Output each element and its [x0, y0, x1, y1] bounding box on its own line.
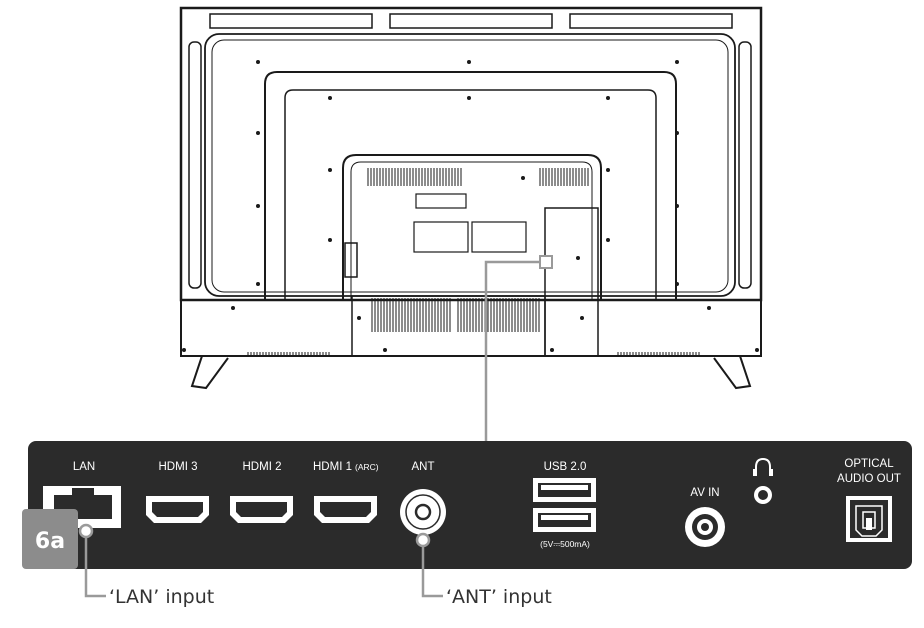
screw-points — [182, 60, 759, 352]
optical-audio-port — [846, 496, 892, 542]
center-housing-inner — [350, 161, 593, 300]
top-vent-left — [209, 13, 373, 29]
screw-point — [580, 316, 584, 320]
bottom-housing — [351, 295, 546, 357]
screw-point — [256, 282, 260, 286]
screw-point — [328, 238, 332, 242]
screw-point — [755, 348, 759, 352]
screw-point — [231, 306, 235, 310]
av-in-port — [685, 507, 725, 547]
screw-point — [357, 316, 361, 320]
screw-point — [576, 256, 580, 260]
hdmi-1-label: HDMI 1(ARC) — [313, 461, 379, 473]
stand-right — [713, 355, 752, 390]
top-vent-center — [389, 13, 553, 29]
av-in-label: AV IN — [690, 487, 719, 499]
optical-label-line2: AUDIO OUT — [837, 473, 901, 485]
usb-port-1 — [533, 478, 596, 502]
lan-callout-line — [84, 537, 106, 598]
warning-label — [415, 193, 467, 209]
screw-point — [675, 60, 679, 64]
usb-label: USB 2.0 — [544, 461, 587, 473]
usb-spec-label: (5V⎓500mA) — [540, 539, 590, 549]
power-inlet — [344, 242, 358, 278]
top-vent-right — [569, 13, 733, 29]
lan-callout-text: ‘LAN’ input — [109, 586, 214, 608]
arch-outer — [264, 71, 677, 300]
hdmi-2-label: HDMI 2 — [243, 461, 282, 473]
hdmi-1-port — [314, 496, 377, 523]
ant-label: ANT — [412, 461, 435, 473]
screw-point — [182, 348, 186, 352]
screw-point — [707, 306, 711, 310]
rating-label-right — [471, 221, 527, 253]
housing-vents — [247, 168, 700, 355]
center-housing — [342, 154, 602, 300]
hdmi-3-label: HDMI 3 — [159, 461, 198, 473]
screw-point — [521, 176, 525, 180]
screw-point — [675, 282, 679, 286]
ant-port — [400, 489, 446, 535]
tv-rear-illustration — [179, 6, 763, 390]
hdmi-3-port — [146, 496, 209, 523]
screw-point — [328, 96, 332, 100]
side-grip-left — [188, 41, 202, 289]
headphone-icon — [753, 457, 773, 476]
optical-label-line1: OPTICAL — [844, 458, 894, 470]
screw-point — [467, 96, 471, 100]
screw-point — [256, 204, 260, 208]
screw-point — [606, 168, 610, 172]
screw-point — [675, 204, 679, 208]
usb-port-2 — [533, 508, 596, 532]
rating-label-left — [413, 221, 469, 253]
step-badge-label: 6a — [35, 529, 65, 554]
lan-callout-dot — [78, 523, 94, 539]
screw-point — [675, 131, 679, 135]
screw-point — [328, 168, 332, 172]
screw-point — [606, 96, 610, 100]
panel-leader-line — [484, 260, 545, 442]
screw-point — [606, 238, 610, 242]
headphone-port — [754, 486, 772, 504]
stand-left — [190, 355, 229, 390]
lan-label: LAN — [73, 461, 95, 473]
ant-callout-text: ‘ANT’ input — [446, 586, 552, 608]
hdmi-2-port — [230, 496, 293, 523]
back-panel-inner — [211, 39, 729, 293]
screw-point — [550, 348, 554, 352]
ant-callout-dot — [415, 532, 431, 548]
panel-leader-marker — [539, 255, 553, 269]
step-badge — [22, 509, 78, 569]
arch-inner — [284, 89, 657, 300]
tv-base — [180, 299, 762, 357]
screw-point — [467, 60, 471, 64]
screw-point — [256, 131, 260, 135]
screw-point — [256, 60, 260, 64]
screw-point — [383, 348, 387, 352]
connector-block — [544, 207, 599, 357]
ant-callout-line — [421, 546, 443, 598]
side-grip-right — [738, 41, 752, 289]
